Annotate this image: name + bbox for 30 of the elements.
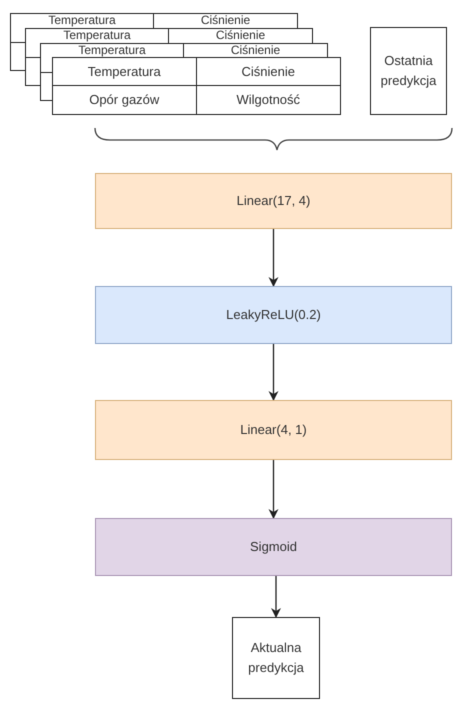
data-table	[40, 43, 328, 58]
box-label: Sigmoid	[250, 538, 297, 556]
box-label: Aktualna predykcja	[247, 639, 305, 677]
data-table	[25, 28, 313, 43]
box-label: Ostatnia predykcja	[380, 52, 438, 90]
table-cell-text: Ciśnienie	[216, 29, 266, 42]
arrow	[268, 460, 278, 519]
box-label: Linear(4, 1)	[240, 421, 307, 439]
linear-layer-box	[95, 173, 452, 229]
output-layer-box	[95, 518, 452, 576]
table-cell-text: Opór gazów	[89, 91, 160, 110]
activation-layer-box	[95, 286, 452, 344]
table-cell-text: Ciśnienie	[200, 14, 250, 27]
arrow	[268, 344, 278, 401]
table-cell-text: Temperatura	[78, 44, 146, 57]
table-cell-text: Ciśnienie	[230, 44, 280, 57]
data-table	[10, 13, 298, 28]
arrow	[271, 576, 281, 618]
table-cell-text: Temperatura	[48, 14, 116, 27]
table-cell-text: Ciśnienie	[242, 62, 295, 81]
box-label: LeakyReLU(0.2)	[226, 306, 321, 324]
table-cell-text: Temperatura	[63, 29, 131, 42]
table-cell-text: Temperatura	[88, 62, 161, 81]
arrow	[268, 229, 278, 287]
linear-layer-box	[95, 400, 452, 460]
output-box	[232, 617, 320, 699]
box-label: Linear(17, 4)	[236, 192, 310, 210]
data-table	[52, 57, 341, 115]
output-box	[370, 27, 447, 115]
table-cell-text: Wilgotność	[236, 91, 300, 110]
